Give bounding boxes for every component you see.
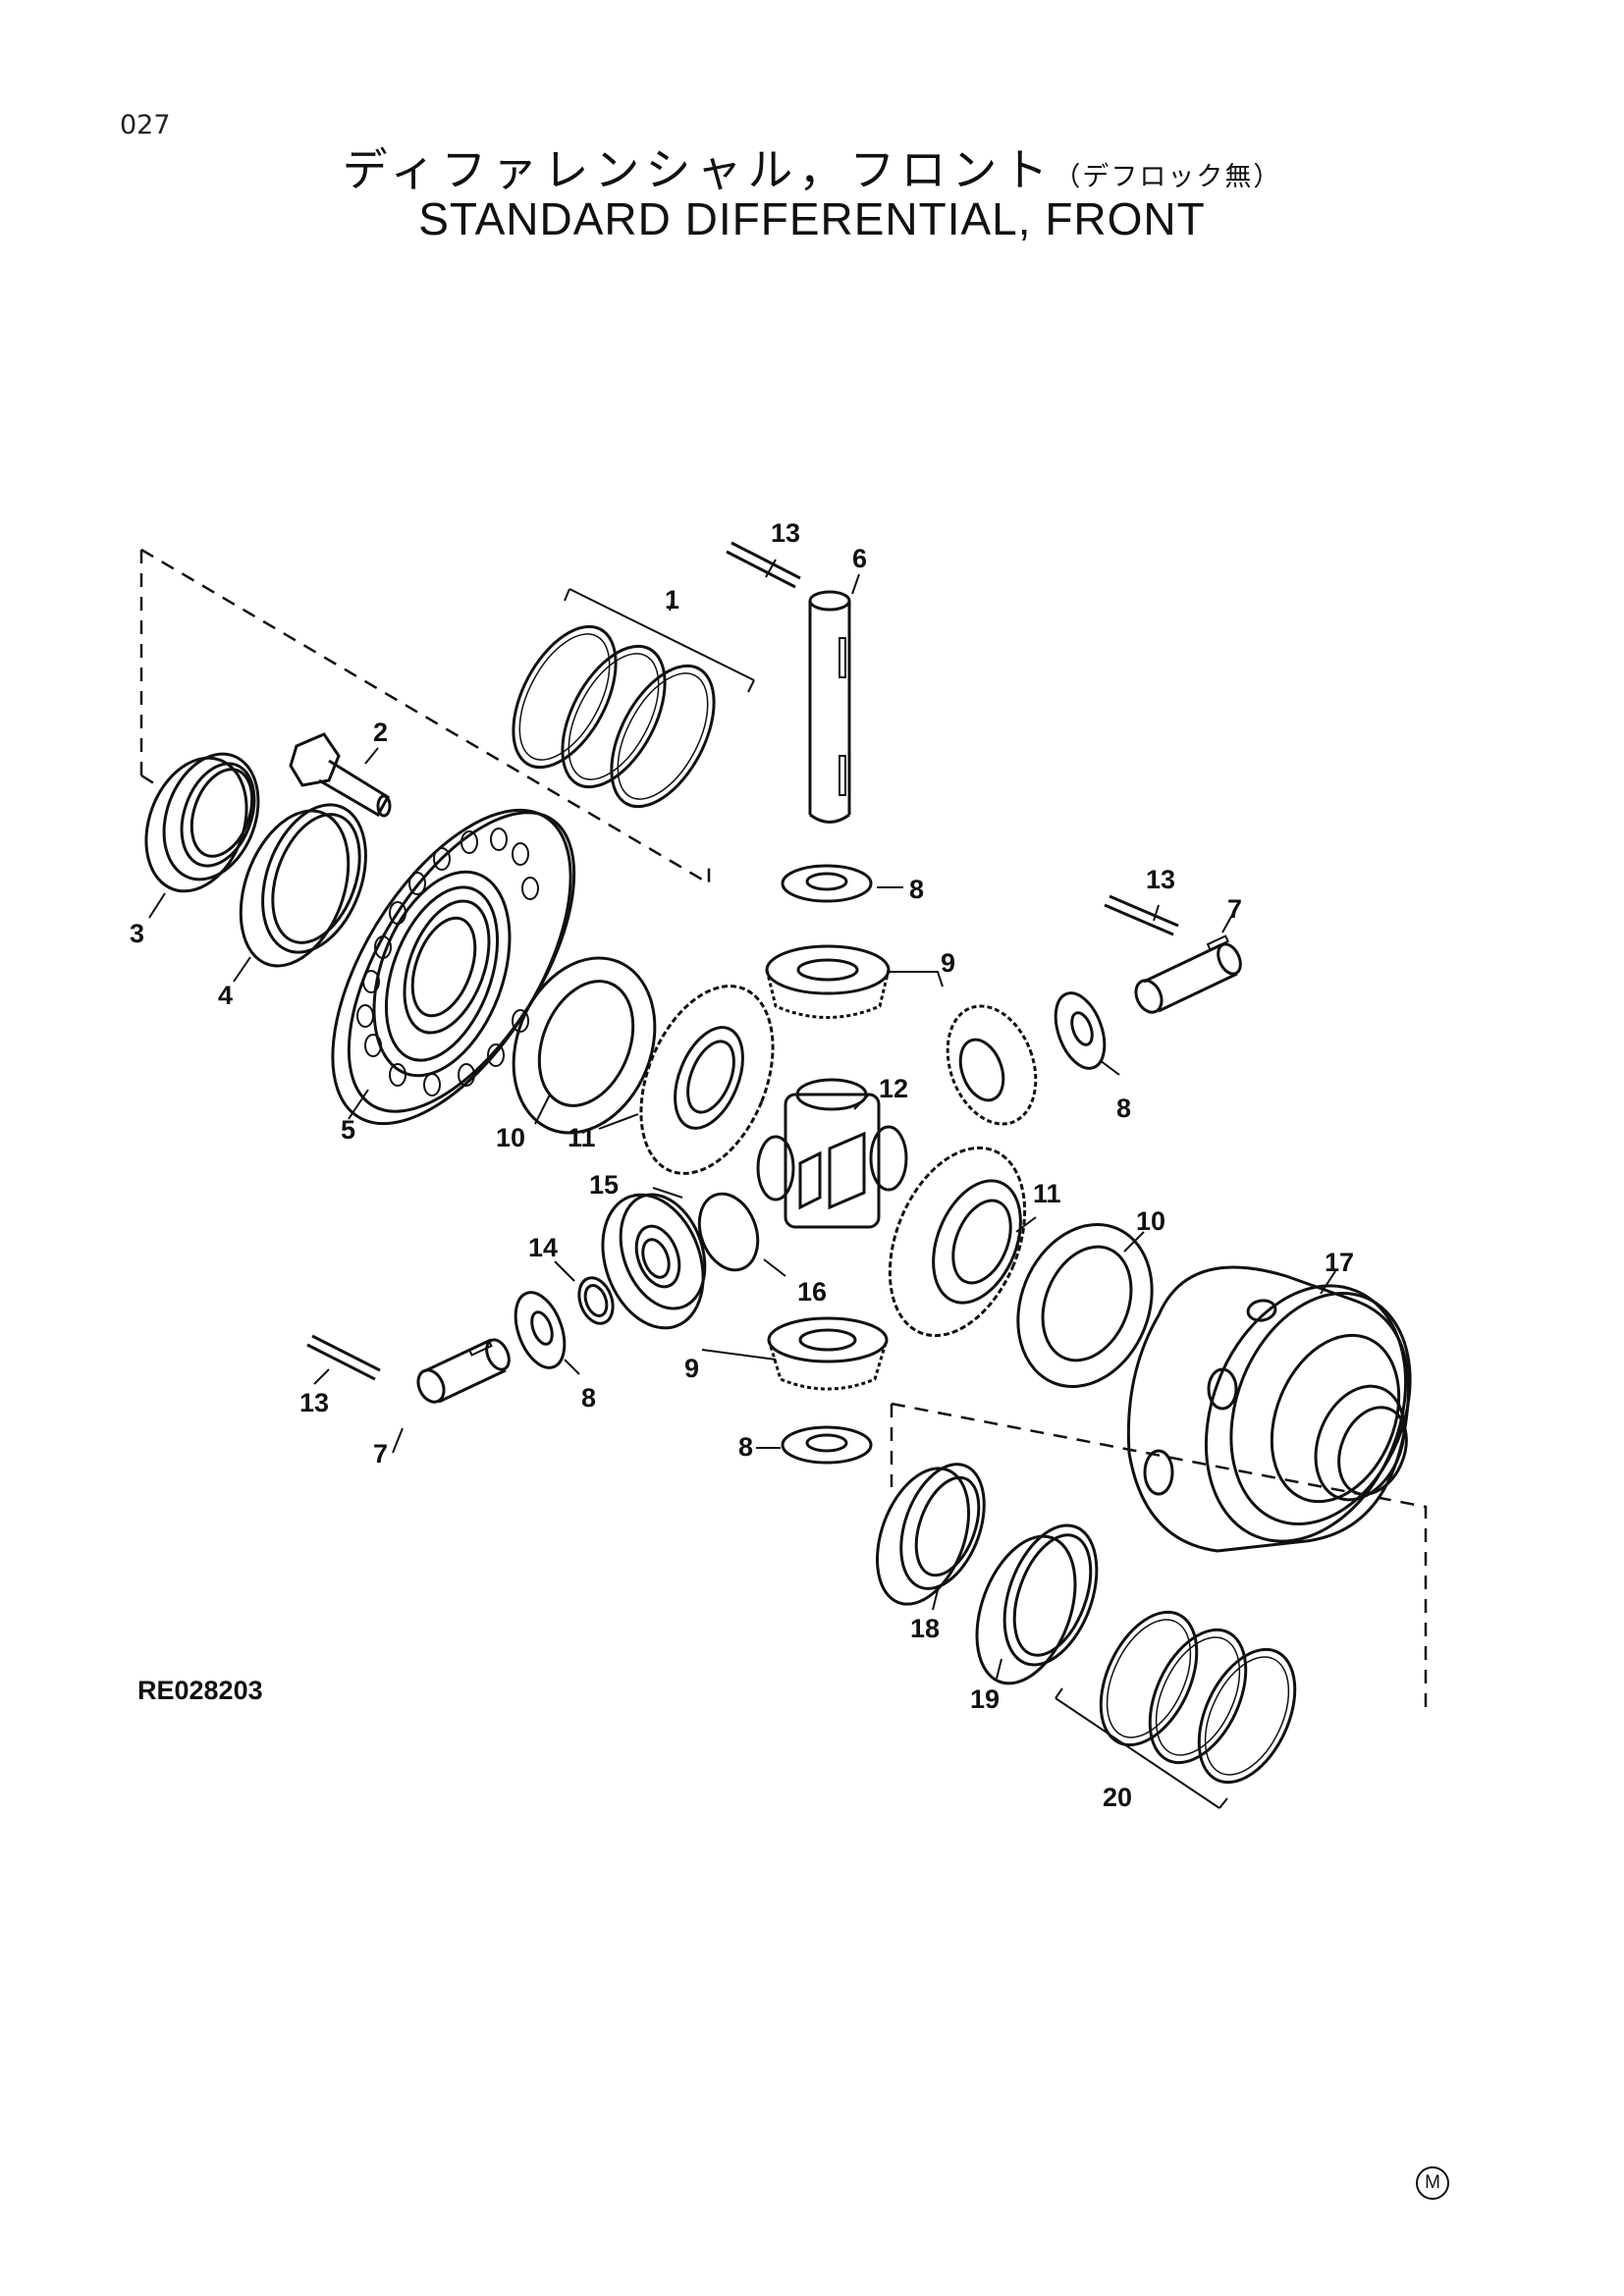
assembly-dashed-lines [139, 548, 1428, 1711]
pin-part-7-lower [416, 1338, 511, 1404]
side-gear-part-11-right [888, 1146, 1027, 1338]
bearing-cup-part-19 [975, 1523, 1099, 1685]
roll-pin-part-13-top [726, 541, 801, 589]
callout-5: 5 [341, 1115, 355, 1145]
callout-14: 14 [528, 1233, 558, 1262]
pinion-gear-part-9-left [619, 1193, 707, 1310]
callout-8-top: 8 [909, 875, 924, 904]
callout-7-upper: 7 [1227, 894, 1242, 924]
callout-3: 3 [130, 919, 144, 948]
thrust-washer-part-8-top [781, 864, 873, 903]
cross-shaft-part-6 [808, 590, 851, 824]
callout-12: 12 [879, 1074, 908, 1103]
callout-8-left: 8 [581, 1383, 596, 1413]
thrust-washer-part-8-left [514, 1291, 567, 1369]
roll-pin-part-13-left [306, 1334, 381, 1381]
pinion-gear-part-9-right [946, 1004, 1038, 1126]
callout-13-left: 13 [299, 1388, 329, 1417]
title-jp-note: （デフロック無） [1054, 162, 1282, 192]
snap-rings-part-20 [1099, 1610, 1297, 1785]
page-number: 027 [120, 110, 171, 140]
page-title-japanese: ディファレンシャル，フロント（デフロック無） [0, 134, 1624, 199]
differential-case-part-17 [1126, 1265, 1412, 1553]
thrust-washer-part-8-bottom [781, 1425, 873, 1465]
callout-6: 6 [852, 544, 867, 573]
figure-code: RE028203 [137, 1676, 263, 1705]
snap-rings-part-1 [512, 624, 716, 809]
callout-10-right: 10 [1136, 1206, 1165, 1236]
spider-part-12 [756, 1078, 908, 1229]
callout-7-lower: 7 [373, 1439, 388, 1468]
gear-hub-part-15 [601, 1193, 705, 1330]
leader-lines [148, 559, 1336, 1809]
callout-4: 4 [218, 981, 233, 1010]
callout-16: 16 [797, 1277, 827, 1307]
callout-13-top: 13 [771, 518, 800, 548]
side-gear-part-11-left [639, 985, 775, 1175]
callout-10-left: 10 [496, 1123, 525, 1152]
callout-8-bottom: 8 [738, 1432, 753, 1462]
callout-2: 2 [373, 718, 388, 747]
callout-20: 20 [1103, 1783, 1132, 1812]
bearing-cup-part-4 [239, 803, 367, 968]
pinion-gear-part-9-top [765, 944, 891, 1019]
bolt-part-2 [289, 732, 392, 818]
callout-9-bottom: 9 [684, 1354, 699, 1383]
callout-15: 15 [589, 1170, 619, 1200]
pin-part-7-upper [1134, 934, 1242, 1014]
callout-17: 17 [1325, 1248, 1354, 1277]
pinion-gear-part-9-bottom [767, 1316, 889, 1391]
title-jp-main: ディファレンシャル，フロント [342, 143, 1055, 196]
callout-9-top: 9 [941, 948, 955, 978]
page-title-english: STANDARD DIFFERENTIAL, FRONT [418, 193, 1206, 244]
callout-19: 19 [970, 1684, 1000, 1714]
bearing-cone-part-18 [875, 1463, 986, 1606]
ring-part-14 [577, 1276, 615, 1325]
snap-ring-part-16 [697, 1192, 760, 1272]
callout-labels: 13 6 1 2 3 4 5 8 13 7 9 8 12 10 11 11 10… [130, 518, 1354, 1812]
callout-11-left: 11 [568, 1123, 596, 1152]
bearing-cone-part-3 [144, 752, 260, 893]
thrust-washer-part-10-right [1016, 1223, 1154, 1388]
thrust-washer-part-10-left [512, 956, 657, 1135]
corner-mark: M [1416, 2166, 1449, 2200]
callout-11-right: 11 [1033, 1179, 1061, 1208]
callout-13-right: 13 [1146, 865, 1175, 894]
roll-pin-part-13-right [1104, 894, 1179, 936]
callout-8-right: 8 [1116, 1094, 1131, 1123]
thrust-washer-part-8-right [1054, 991, 1107, 1070]
callout-1: 1 [665, 585, 679, 614]
callout-18: 18 [910, 1614, 940, 1643]
